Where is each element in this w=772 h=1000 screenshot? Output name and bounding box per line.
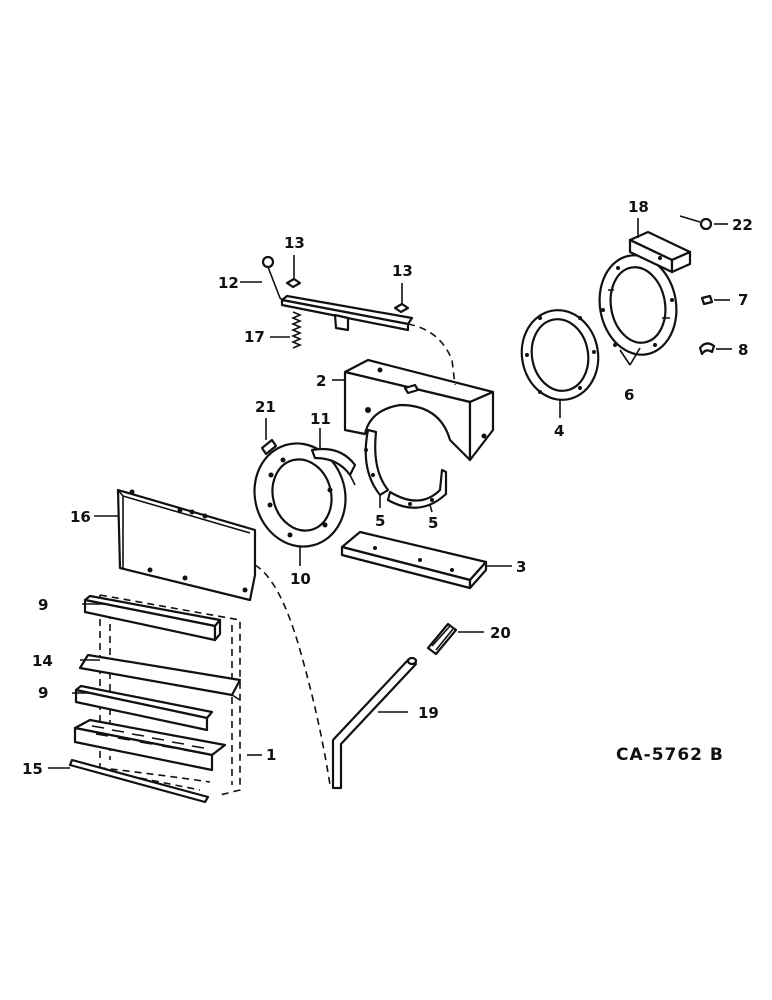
part-15-strip <box>68 758 210 804</box>
part-2-housing <box>343 358 495 462</box>
part-22-bolt <box>679 215 713 231</box>
callout-14: 14 <box>32 652 53 670</box>
callout-1: 1 <box>266 746 276 764</box>
callout-5b: 5 <box>428 514 438 532</box>
callout-17: 17 <box>244 328 265 346</box>
part-21-plate <box>260 438 278 456</box>
part-12-lever <box>261 255 286 303</box>
reference-code: CA-5762 B <box>616 745 724 765</box>
part-11-segment <box>310 447 357 486</box>
part-9-lower-bar <box>74 684 214 732</box>
callout-9b: 9 <box>38 684 48 702</box>
callout-22: 22 <box>732 216 753 234</box>
callout-15: 15 <box>22 760 43 778</box>
callout-20: 20 <box>490 624 511 642</box>
callout-11: 11 <box>310 410 331 428</box>
callout-18: 18 <box>628 198 649 216</box>
callout-13a: 13 <box>284 234 305 252</box>
callout-10: 10 <box>290 570 311 588</box>
part-13-clip-b <box>393 302 410 314</box>
part-5-split-ring <box>364 428 448 509</box>
part-19-rod <box>331 656 418 790</box>
connection-lines <box>254 323 456 786</box>
callout-2: 2 <box>316 372 326 390</box>
grate <box>73 718 227 772</box>
part-13-clip-a <box>285 277 302 289</box>
callout-3: 3 <box>516 558 526 576</box>
callout-6: 6 <box>624 386 634 404</box>
callout-5a: 5 <box>375 512 385 530</box>
part-17-spring <box>290 311 303 349</box>
part-7-nut <box>700 294 714 306</box>
callout-12: 12 <box>218 274 239 292</box>
part-18-bracket <box>628 230 692 274</box>
part-9-upper-bar <box>83 594 222 642</box>
callout-7: 7 <box>738 291 748 309</box>
part-20-pin <box>426 622 458 656</box>
part-4-gasket <box>520 309 600 401</box>
callouts: 1 2 3 4 5 5 6 7 8 9 9 10 11 12 13 13 14 … <box>22 198 753 778</box>
part-10-ring <box>253 442 347 548</box>
part-8-clip <box>698 342 716 356</box>
lever-bar <box>280 294 414 332</box>
callout-4: 4 <box>554 422 564 440</box>
callout-13b: 13 <box>392 262 413 280</box>
callout-19: 19 <box>418 704 439 722</box>
callout-16: 16 <box>70 508 91 526</box>
part-6-split-ring <box>598 254 678 356</box>
leader-lines <box>48 218 732 769</box>
callout-9a: 9 <box>38 596 48 614</box>
part-16-plate <box>116 488 257 602</box>
callout-8: 8 <box>738 341 748 359</box>
part-3-tray <box>340 530 488 590</box>
callout-21: 21 <box>255 398 276 416</box>
